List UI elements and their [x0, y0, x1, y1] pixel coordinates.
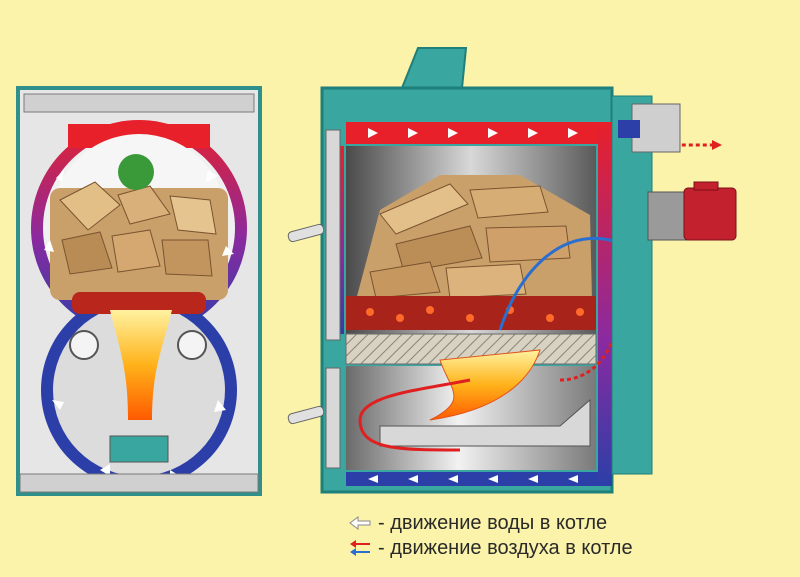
- flue-opening: [118, 154, 154, 190]
- hot-gas-path: [358, 378, 471, 452]
- legend-water-label: - движение воды в котле: [378, 511, 608, 534]
- legend-air-label: - движение воздуха в котле: [378, 536, 633, 559]
- cross-section-embers: [72, 292, 206, 314]
- bottom-channel-arrows: [368, 475, 578, 483]
- bottom-cold-water-channel: [346, 472, 598, 486]
- fan-motor-top: [693, 181, 719, 191]
- legend-air-row: - движение воздуха в котле: [348, 535, 633, 560]
- right-water-jacket: [598, 122, 612, 486]
- legend-water-row: - движение воды в котле: [348, 510, 633, 535]
- secondary-flame: [429, 349, 541, 421]
- top-hatch: [400, 47, 468, 89]
- cross-section-top-panel: [23, 93, 255, 113]
- lower-ash-door: [325, 367, 341, 469]
- air-flow-arrow-icon: [712, 140, 722, 150]
- flame-icon: [110, 310, 172, 420]
- ring-flow-arrows: [44, 170, 234, 480]
- top-channel-arrows: [368, 128, 578, 138]
- top-hot-water-channel: [346, 122, 598, 144]
- cross-section-view: [16, 86, 262, 496]
- fan-motor-icon: [683, 187, 737, 241]
- firebox-embers: [346, 296, 596, 330]
- legend: - движение воды в котле - движение возду…: [348, 510, 633, 560]
- upper-loading-door: [325, 129, 341, 341]
- longitudinal-section-view: [287, 47, 737, 494]
- water-flow-arrow-icon: [349, 515, 371, 530]
- lower-door-handle: [287, 405, 325, 425]
- right-porthole: [177, 330, 207, 360]
- chimney-blue-band: [618, 120, 640, 138]
- ember-dots: [366, 306, 584, 322]
- cross-section-grate: [109, 435, 169, 463]
- cross-section-base: [19, 473, 259, 493]
- cross-section-firewood: [50, 134, 228, 310]
- upper-door-handle: [287, 223, 325, 243]
- fan-housing: [647, 191, 689, 241]
- air-flow-arrow-icon: [350, 539, 370, 556]
- flue-collector: [611, 95, 653, 475]
- left-porthole: [69, 330, 99, 360]
